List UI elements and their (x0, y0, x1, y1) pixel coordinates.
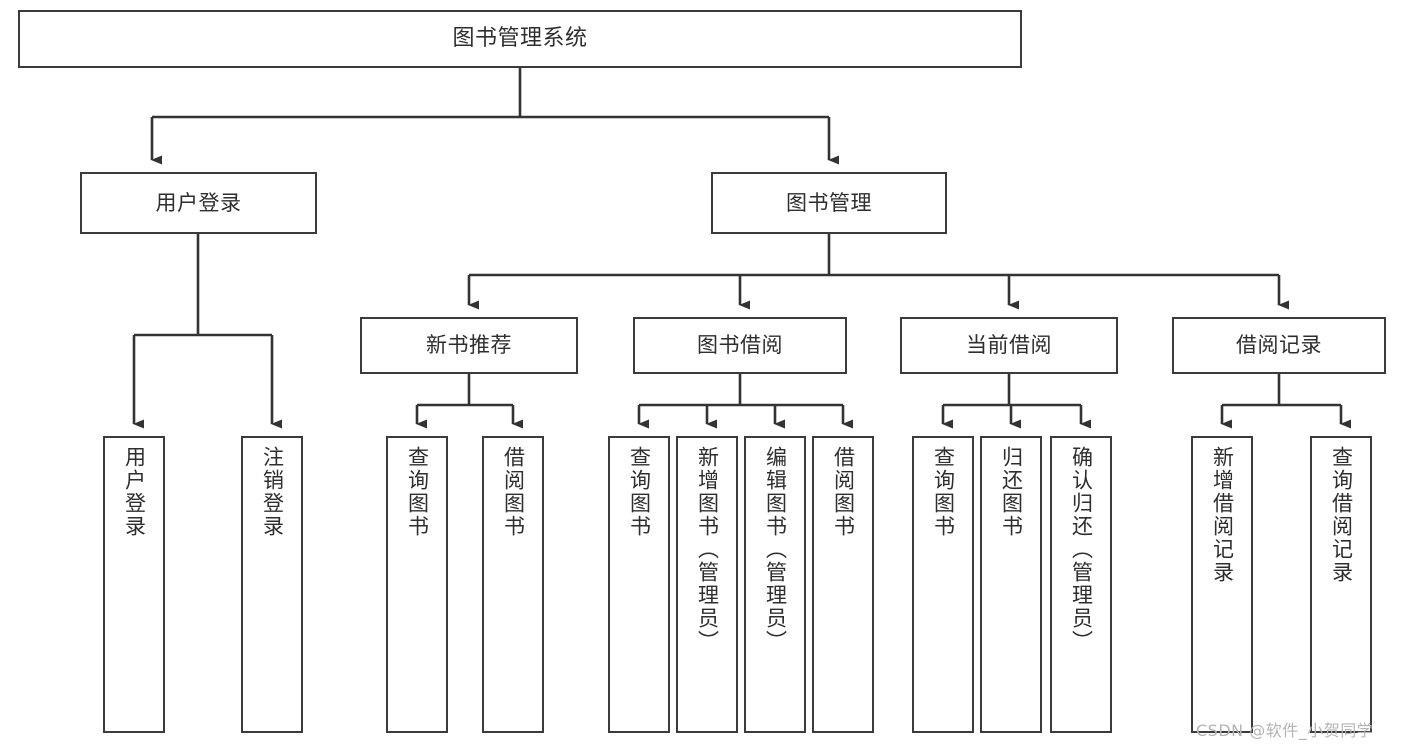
node-leaf-edit-book[interactable]: 编辑图书（管理员） (744, 436, 806, 733)
node-leaf-query-record[interactable]: 查询借阅记录 (1310, 436, 1372, 733)
node-leaf-borrow-book-1-label: 借阅图书 (501, 446, 526, 538)
node-leaf-add-record-label: 新增借阅记录 (1210, 446, 1235, 584)
node-leaf-query-book-3-label: 查询图书 (931, 446, 956, 538)
node-leaf-query-book-2-label: 查询图书 (627, 446, 652, 538)
node-book-borrow[interactable]: 图书借阅 (633, 317, 847, 374)
node-root-system[interactable]: 图书管理系统 (18, 10, 1022, 68)
node-leaf-user-login[interactable]: 用户登录 (103, 436, 165, 733)
node-user-login-label: 用户登录 (155, 190, 242, 215)
node-leaf-query-book-3[interactable]: 查询图书 (912, 436, 974, 733)
node-current-borrow[interactable]: 当前借阅 (900, 317, 1118, 374)
node-leaf-query-book-1[interactable]: 查询图书 (386, 436, 448, 733)
node-leaf-query-book-2[interactable]: 查询图书 (608, 436, 670, 733)
node-root-system-label: 图书管理系统 (452, 26, 588, 52)
node-current-borrow-label: 当前借阅 (966, 333, 1052, 358)
node-book-borrow-label: 图书借阅 (697, 333, 783, 358)
node-leaf-borrow-book-2-label: 借阅图书 (831, 446, 856, 538)
node-book-manage-label: 图书管理 (786, 190, 872, 215)
node-leaf-return-book-label: 归还图书 (999, 446, 1024, 538)
node-leaf-add-book-label: 新增图书（管理员） (695, 446, 720, 653)
node-book-manage[interactable]: 图书管理 (711, 172, 947, 234)
node-leaf-borrow-book-1[interactable]: 借阅图书 (482, 436, 544, 733)
node-leaf-query-record-label: 查询借阅记录 (1329, 446, 1354, 584)
node-leaf-edit-book-label: 编辑图书（管理员） (763, 446, 788, 653)
node-new-book-recommend-label: 新书推荐 (426, 333, 512, 358)
node-user-login[interactable]: 用户登录 (80, 172, 317, 234)
node-leaf-confirm-return-label: 确认归还（管理员） (1069, 446, 1094, 653)
node-leaf-query-book-1-label: 查询图书 (405, 446, 430, 538)
csdn-watermark: CSDN @软件_小贺同学 (1196, 721, 1374, 740)
node-borrow-record-label: 借阅记录 (1236, 333, 1322, 358)
node-leaf-user-login-label: 用户登录 (122, 446, 147, 538)
node-leaf-add-record[interactable]: 新增借阅记录 (1191, 436, 1253, 733)
node-leaf-logout[interactable]: 注销登录 (241, 436, 303, 733)
node-new-book-recommend[interactable]: 新书推荐 (360, 317, 578, 374)
node-leaf-return-book[interactable]: 归还图书 (980, 436, 1042, 733)
node-leaf-borrow-book-2[interactable]: 借阅图书 (812, 436, 874, 733)
node-leaf-logout-label: 注销登录 (260, 446, 285, 538)
node-leaf-add-book[interactable]: 新增图书（管理员） (676, 436, 738, 733)
node-leaf-confirm-return[interactable]: 确认归还（管理员） (1050, 436, 1112, 733)
node-borrow-record[interactable]: 借阅记录 (1172, 317, 1386, 374)
